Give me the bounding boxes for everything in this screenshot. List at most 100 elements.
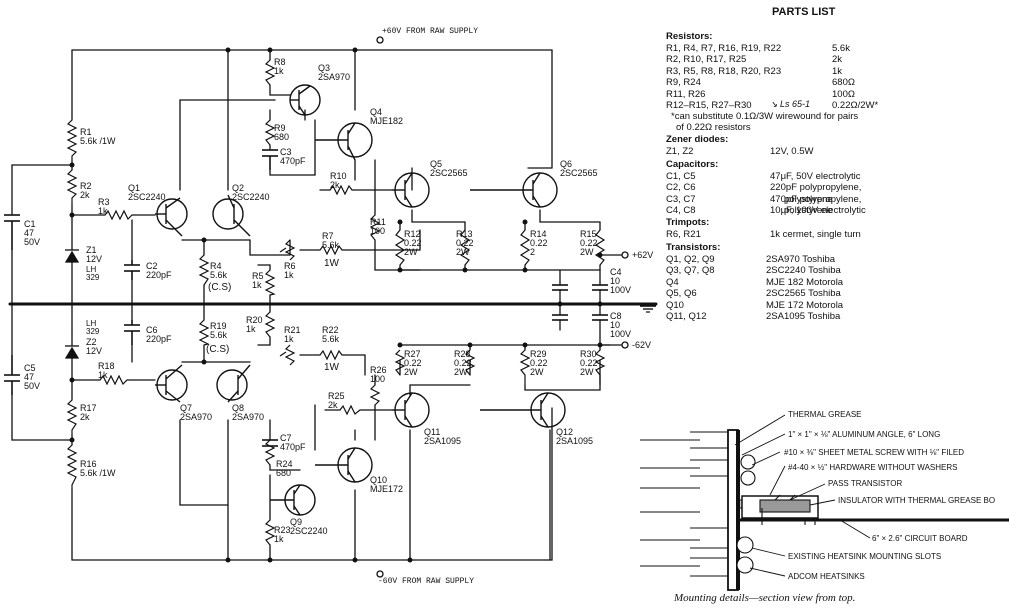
mounting-label-heatsink-slots: EXISTING HEATSINK MOUNTING SLOTS (788, 552, 942, 561)
rail-top-wire (71, 49, 553, 169)
rail-bottom-label: -60V FROM RAW SUPPLY (378, 577, 475, 586)
mounting-label-sheet-metal-screw: #10 × ⅜" SHEET METAL SCREW WITH ⅛" FILED (784, 448, 965, 457)
mounting-label-aluminum-angle: 1" × 1" × ⅛" ALUMINUM ANGLE, 6" LONG (788, 430, 941, 439)
label-r7-handwritten: 1W (324, 258, 339, 269)
trimpots-heading: Trimpots: (666, 217, 710, 229)
mounting-label-circuit-board: 6" × 2.6" CIRCUIT BOARD (872, 534, 968, 543)
zener-heading: Zener diodes: (666, 134, 729, 146)
transistors-heading: Transistors: (666, 241, 721, 253)
mounting-label-hardware: #4-40 × ½" HARDWARE WITHOUT WASHERS (788, 463, 958, 472)
mounting-label-thermal-grease: THERMAL GREASE (788, 410, 862, 419)
resistor-note: *can substitute 0.1Ω/3W wirewound for pa… (671, 111, 859, 134)
handwritten-annotation: ↘ Ls 65-1 (770, 99, 811, 110)
mounting-label-insulator: INSULATOR WITH THERMAL GREASE BO (838, 496, 996, 505)
label-z2-handwritten: LH 329 (86, 319, 100, 336)
label-r19-handwritten: (C.S) (206, 344, 230, 355)
parts-list: PARTS LIST Resistors: R1, R4, R7, R16, R… (662, 0, 1007, 385)
label-z1-handwritten: LH 329 (86, 265, 100, 282)
resistors-heading: Resistors: (666, 31, 713, 42)
label-r22-handwritten: 1W (324, 362, 339, 373)
rail-top-label: +60V FROM RAW SUPPLY (382, 27, 479, 36)
parts-list-title: PARTS LIST (772, 6, 836, 18)
capacitors-heading: Capacitors: (666, 158, 719, 170)
output-pos-label: +62V (632, 250, 654, 260)
output-neg-label: -62V (632, 340, 652, 350)
label-r4-handwritten: (C.S) (208, 282, 232, 293)
mounting-caption: Mounting details—section view from top. (674, 592, 856, 604)
rail-bottom-wire (71, 407, 553, 561)
mounting-label-pass-transistor: PASS TRANSISTOR (828, 479, 903, 488)
mounting-label-adcom-heatsinks: ADCOM HEATSINKS (788, 572, 865, 581)
mounting-detail (640, 414, 1009, 591)
